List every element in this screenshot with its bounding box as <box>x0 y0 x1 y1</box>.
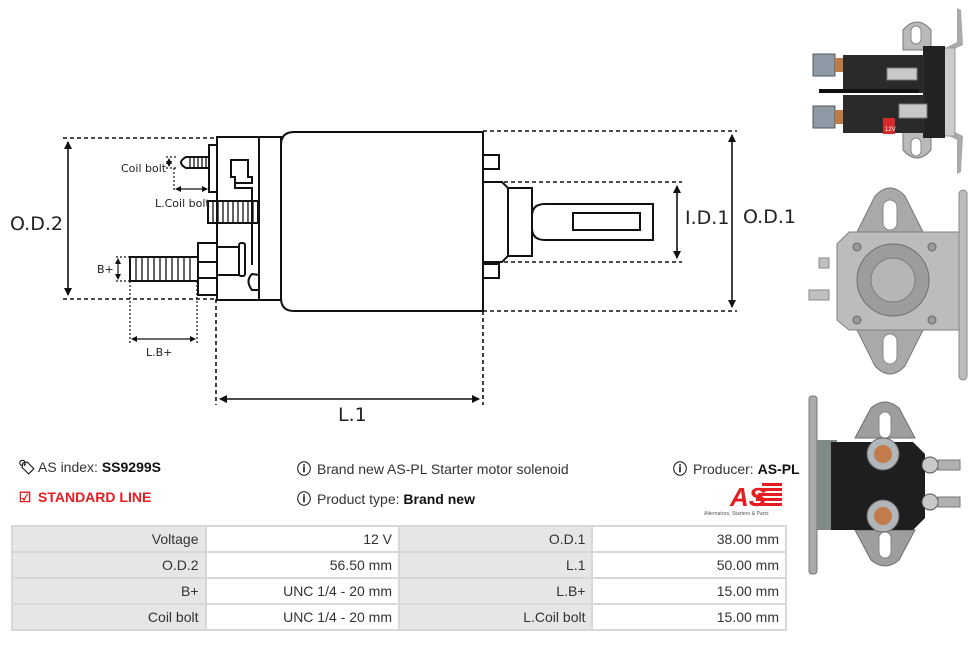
as-index-label: AS index: <box>38 459 98 475</box>
spec-value: UNC 1/4 - 20 mm <box>204 603 401 631</box>
spec-key: O.D.1 <box>397 525 594 553</box>
producer-label: Producer: <box>693 461 754 477</box>
spec-value: 50.00 mm <box>591 551 787 579</box>
spec-key: Voltage <box>11 525 207 553</box>
reference-lines <box>63 130 737 405</box>
product-photo-bracket[interactable] <box>795 180 976 390</box>
coil-bolt-label: Coil bolt <box>121 162 167 175</box>
table-row: O.D.2 56.50 mm L.1 50.00 mm <box>11 551 787 579</box>
spec-key: O.D.2 <box>11 551 207 579</box>
od2-label: O.D.2 <box>10 213 63 235</box>
product-photos: 12V <box>795 0 976 647</box>
spec-table: Voltage 12 V O.D.1 38.00 mm O.D.2 56.50 … <box>11 525 787 631</box>
logo-tagline: Alternators, Starters & Parts <box>704 511 769 517</box>
spec-value: 38.00 mm <box>591 525 787 553</box>
spec-value: 12 V <box>204 525 401 553</box>
l-b-plus-label: L.B+ <box>146 346 172 359</box>
product-type-label: Product type: <box>317 491 400 507</box>
product-type-value: Brand new <box>403 491 475 507</box>
as-pl-logo: AS Alternators, Starters & Parts <box>704 482 782 517</box>
spec-key: Coil bolt <box>11 603 207 631</box>
table-row: Coil bolt UNC 1/4 - 20 mm L.Coil bolt 15… <box>11 603 787 631</box>
spec-key: L.B+ <box>397 577 594 605</box>
info-circle-icon: ⓘ <box>297 491 311 507</box>
technical-drawing: O.D.2 O.D.1 I.D.1 L.1 Coil bolt L.Coil b… <box>10 130 796 426</box>
producer: ⓘ Producer: AS-PL <box>673 459 800 479</box>
l1-label: L.1 <box>338 404 367 426</box>
logo-text: AS <box>729 482 767 512</box>
standard-line-label: STANDARD LINE <box>38 489 152 505</box>
spec-key: B+ <box>11 577 207 605</box>
as-index-value: SS9299S <box>101 459 161 475</box>
small-reference-lines <box>116 156 210 344</box>
producer-value: AS-PL <box>757 461 800 477</box>
info-circle-icon: ⓘ <box>297 461 311 477</box>
product-photo-front[interactable] <box>795 390 976 590</box>
solenoid-body <box>280 131 484 312</box>
info-circle-icon: ⓘ <box>673 461 687 477</box>
id1-label: I.D.1 <box>685 207 729 229</box>
product-photo-side[interactable]: 12V <box>795 0 976 180</box>
table-row: B+ UNC 1/4 - 20 mm L.B+ 15.00 mm <box>11 577 787 605</box>
product-type: ⓘ Product type: Brand new <box>297 489 475 509</box>
product-description: ⓘ Brand new AS-PL Starter motor solenoid <box>297 459 569 479</box>
b-plus-label: B+ <box>97 263 114 276</box>
table-row: Voltage 12 V O.D.1 38.00 mm <box>11 525 787 553</box>
standard-line-badge: ☑ STANDARD LINE <box>18 489 152 506</box>
od1-label: O.D.1 <box>743 206 796 228</box>
l-coil-bolt-label: L.Coil bolt <box>155 197 210 210</box>
spec-key: L.Coil bolt <box>397 603 594 631</box>
spec-value: 15.00 mm <box>591 577 787 605</box>
spec-key: L.1 <box>397 551 594 579</box>
description-text: Brand new AS-PL Starter motor solenoid <box>317 461 569 477</box>
as-index: 🏷︎AS index: SS9299S <box>18 459 161 476</box>
check-square-icon: ☑ <box>18 489 32 505</box>
spec-value: 56.50 mm <box>204 551 401 579</box>
tags-icon: 🏷︎ <box>18 459 36 475</box>
spec-value: UNC 1/4 - 20 mm <box>204 577 401 605</box>
spec-value: 15.00 mm <box>591 603 787 631</box>
photo-12v-label: 12V <box>885 127 896 133</box>
